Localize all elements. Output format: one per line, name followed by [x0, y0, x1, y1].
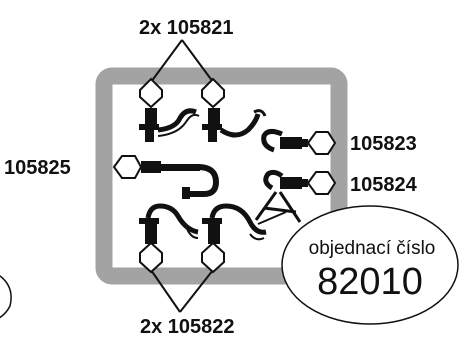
marker-top-right: [201, 77, 225, 109]
order-number: 82010: [317, 261, 423, 303]
edge-circle-fragment: [0, 275, 12, 319]
order-caption: objednací číslo: [309, 238, 436, 259]
part-105824: [254, 169, 308, 225]
marker-top-left: [139, 77, 163, 109]
label-right-upper: 105823: [350, 133, 417, 155]
marker-right-lower: [306, 171, 337, 195]
label-left: 105825: [4, 157, 71, 179]
part-105825: [141, 161, 220, 199]
part-105821-left: [139, 108, 200, 142]
label-bottom: 2x 105822: [140, 316, 235, 338]
bottom-pointer-lines: [150, 269, 214, 313]
marker-right-upper: [306, 131, 337, 155]
case-frame: [95, 67, 348, 285]
part-105823: [261, 128, 308, 153]
label-right-lower: 105824: [350, 174, 418, 196]
part-105821-right: [202, 108, 267, 142]
label-top: 2x 105821: [139, 17, 234, 39]
top-pointer-lines: [150, 39, 214, 83]
part-105822-left: [139, 203, 199, 244]
marker-left: [112, 155, 143, 179]
part-105822-right: [202, 203, 267, 244]
order-oval: [281, 205, 459, 325]
